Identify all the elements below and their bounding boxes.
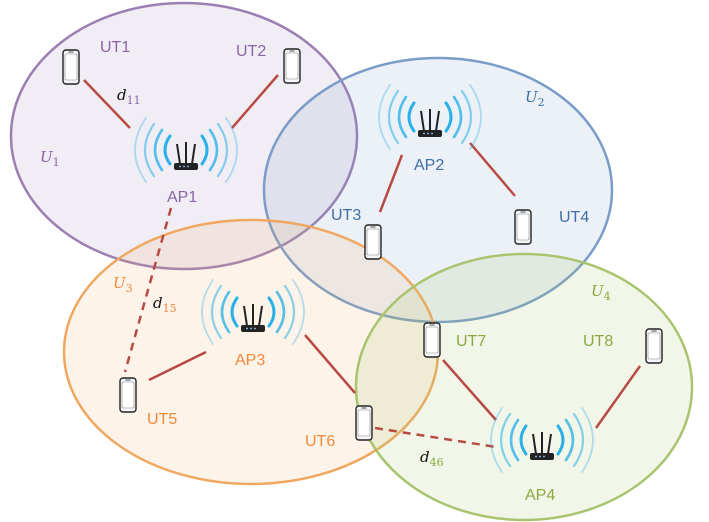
ap2-label: AP2 (414, 157, 444, 174)
phone-icon-ut6 (355, 405, 373, 441)
phone-icon-ut8 (645, 328, 663, 364)
cluster-u4-label: U4 (591, 282, 611, 303)
ap4-label: AP4 (525, 487, 555, 504)
ap1-label: AP1 (167, 189, 197, 206)
link-ap2-ut4 (469, 142, 516, 197)
cluster-u2-ellipse (262, 56, 614, 324)
cluster-u1-ellipse (9, 1, 359, 271)
ut3-label: UT3 (331, 207, 361, 224)
link-ap1-ut5-dashed (123, 207, 173, 373)
phone-icon-ut4 (514, 209, 532, 245)
link-ap2-ut3 (378, 154, 404, 213)
ut2-label: UT2 (236, 43, 266, 60)
phone-icon-ut1 (62, 49, 80, 85)
phone-icon-ut3 (364, 224, 382, 260)
link-ap1-ut2 (231, 74, 279, 129)
distance-d15-label: d15 (153, 294, 177, 315)
cluster-u1-label: U1 (40, 148, 60, 169)
link-ap3-ut5 (148, 350, 207, 382)
link-ap3-ut6 (304, 334, 356, 394)
ap3-label: AP3 (235, 352, 265, 369)
link-ap4-ut7 (442, 359, 497, 421)
ut6-label: UT6 (305, 433, 335, 450)
phone-icon-ut7 (423, 322, 441, 358)
ut1-label: UT1 (100, 39, 130, 56)
ut7-label: UT7 (456, 333, 486, 350)
ut8-label: UT8 (583, 333, 613, 350)
cluster-u4-ellipse (354, 252, 694, 522)
ut5-label: UT5 (147, 411, 177, 428)
ut4-label: UT4 (559, 209, 589, 226)
cluster-u3-label: U3 (113, 274, 133, 295)
link-ap4-ut8 (594, 365, 642, 429)
phone-icon-ut2 (283, 48, 301, 84)
link-ap1-ut1 (83, 79, 131, 129)
distance-d46-label: d46 (420, 448, 444, 469)
phone-icon-ut5 (119, 377, 137, 413)
cluster-u2-label: U2 (525, 88, 545, 109)
distance-d11-label: d11 (117, 86, 141, 107)
link-ap4-ut6-dashed (374, 426, 497, 449)
